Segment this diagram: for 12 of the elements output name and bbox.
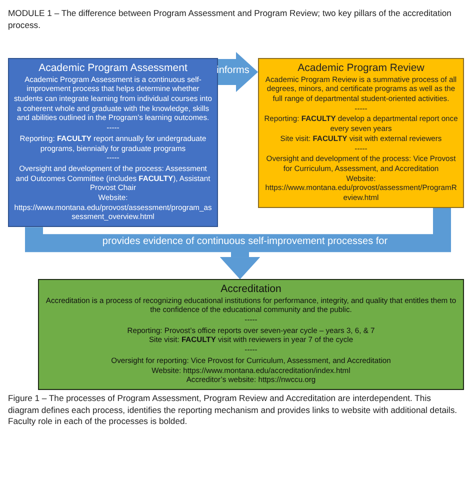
box-heading: Academic Program Review xyxy=(296,62,426,75)
process-box xyxy=(38,279,464,390)
block-arrow xyxy=(218,52,258,92)
edge-label: provides evidence of continuous self-improvement processes for xyxy=(102,236,388,248)
title: MODULE 1 – The difference between Program Assessment and Program Review; two key pillars of the accreditation process. xyxy=(8,8,452,32)
block-arrow xyxy=(220,208,451,280)
box-heading: Academic Program Assessment xyxy=(38,62,188,75)
process-box xyxy=(8,58,218,228)
box-heading: Accreditation xyxy=(220,283,282,296)
caption: Figure 1 – The processes of Program Assessment, Program Review and Accreditation are interdependent. This diagram defines each process, identifies the reporting mechanism and provides links to website with additional details. Faculty role in each of the processes is bolded. xyxy=(8,392,458,428)
edge-label: informs xyxy=(216,65,250,76)
process-box xyxy=(258,58,464,208)
